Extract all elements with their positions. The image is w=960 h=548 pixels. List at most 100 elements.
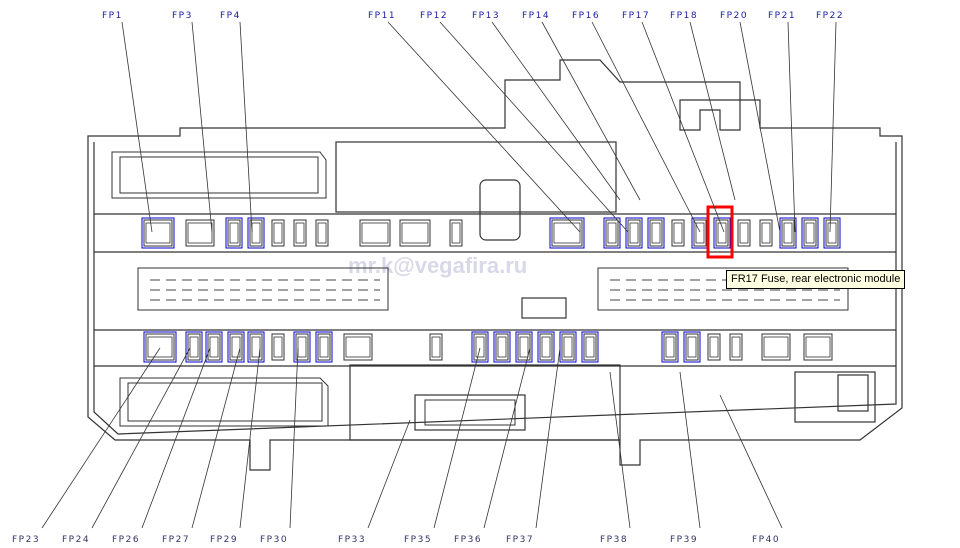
label-top-fp20: FP20 (720, 11, 748, 21)
label-bottom-fp35: FP35 (404, 535, 432, 545)
fuse-upper-10[interactable] (549, 217, 585, 249)
connector-middle-right (597, 267, 849, 311)
label-top-fp17: FP17 (622, 11, 650, 21)
fuse-upper-7[interactable] (359, 219, 391, 247)
fuse-lower-19[interactable] (729, 333, 743, 361)
fuse-lower-6[interactable] (293, 331, 311, 363)
fuse-lower-5[interactable] (271, 333, 285, 361)
fuse-lower-7[interactable] (315, 331, 333, 363)
leader-top-3 (387, 21, 581, 233)
label-bottom-fp29: FP29 (210, 535, 238, 545)
label-bottom-fp23: FP23 (12, 535, 40, 545)
fuse-upper-14[interactable] (671, 219, 685, 247)
fuse-upper-2[interactable] (225, 217, 243, 249)
fuse-upper-19[interactable] (779, 217, 797, 249)
fuse-upper-12[interactable] (625, 217, 643, 249)
fuse-lower-21[interactable] (803, 333, 833, 361)
fuse-upper-18[interactable] (759, 219, 773, 247)
fuse-lower-12[interactable] (515, 331, 533, 363)
fuse-lower-4[interactable] (247, 331, 265, 363)
leader-bottom-8 (483, 347, 531, 529)
fuse-lower-18[interactable] (707, 333, 721, 361)
label-top-fp12: FP12 (420, 11, 448, 21)
fuse-lower-9[interactable] (429, 333, 443, 361)
label-bottom-fp26: FP26 (112, 535, 140, 545)
leader-top-1 (191, 21, 213, 233)
label-bottom-fp39: FP39 (670, 535, 698, 545)
leader-bottom-10 (609, 371, 631, 529)
fuse-upper-1[interactable] (185, 219, 215, 247)
leader-top-2 (239, 21, 253, 233)
fuse-upper-15[interactable] (691, 217, 709, 249)
label-top-fp14: FP14 (522, 11, 550, 21)
fuse-lower-1[interactable] (185, 331, 203, 363)
leader-top-7 (591, 21, 701, 233)
fuse-lower-13[interactable] (537, 331, 555, 363)
label-top-fp18: FP18 (670, 11, 698, 21)
fuse-box-outline (87, 59, 903, 471)
label-top-fp4: FP4 (220, 11, 241, 21)
label-top-fp3: FP3 (172, 11, 193, 21)
fuse-tooltip: FR17 Fuse, rear electronic module (726, 270, 906, 289)
label-bottom-fp30: FP30 (260, 535, 288, 545)
leader-lines (41, 21, 837, 529)
label-top-fp22: FP22 (816, 11, 844, 21)
fuse-lower-3[interactable] (227, 331, 245, 363)
leader-top-6 (541, 21, 641, 201)
fuse-lower-20[interactable] (761, 333, 791, 361)
leader-top-11 (787, 21, 796, 233)
fuse-upper-17[interactable] (737, 219, 751, 247)
connector-top-left (111, 151, 327, 199)
fuse-lower-8[interactable] (343, 333, 373, 361)
fuse-upper-16[interactable] (713, 217, 731, 249)
leader-bottom-9 (535, 347, 561, 529)
selected-fuse-marker (706, 205, 734, 259)
leader-bottom-3 (191, 347, 241, 529)
fuse-lower-0[interactable] (143, 331, 177, 363)
fuse-lower-14[interactable] (559, 331, 577, 363)
label-bottom-fp24: FP24 (62, 535, 90, 545)
leader-bottom-12 (719, 394, 783, 529)
label-top-fp11: FP11 (368, 11, 396, 21)
leader-bottom-6 (367, 419, 411, 529)
connector-middle-left (137, 267, 389, 311)
fuse-upper-6[interactable] (315, 219, 329, 247)
leader-top-10 (739, 21, 781, 233)
fuse-lower-15[interactable] (581, 331, 599, 363)
fuse-upper-11[interactable] (603, 217, 621, 249)
fuse-upper-9[interactable] (449, 219, 463, 247)
fuse-upper-20[interactable] (801, 217, 819, 249)
watermark: mr.k@vegafira.ru (348, 253, 527, 278)
label-bottom-fp33: FP33 (338, 535, 366, 545)
fuse-upper-13[interactable] (647, 217, 665, 249)
fuse-lower-10[interactable] (471, 331, 489, 363)
leader-bottom-2 (141, 347, 211, 529)
fuse-upper-21[interactable] (823, 217, 841, 249)
fuse-lower-11[interactable] (493, 331, 511, 363)
leader-top-4 (439, 21, 629, 233)
leader-bottom-4 (239, 347, 261, 529)
fuse-upper-3[interactable] (247, 217, 265, 249)
label-top-fp16: FP16 (572, 11, 600, 21)
label-bottom-fp27: FP27 (162, 535, 190, 545)
leader-top-8 (641, 21, 725, 233)
fuse-lower-17[interactable] (683, 331, 701, 363)
fuse-lower-16[interactable] (661, 331, 679, 363)
label-top-fp1: FP1 (102, 11, 123, 21)
connector-bottom-left (119, 377, 329, 427)
leader-bottom-1 (91, 347, 191, 529)
label-bottom-fp37: FP37 (506, 535, 534, 545)
leader-bottom-7 (433, 347, 481, 529)
leader-top-9 (689, 21, 736, 201)
fuse-upper-8[interactable] (399, 219, 431, 247)
connector-bottom-center (424, 399, 516, 426)
fuse-upper-4[interactable] (271, 219, 285, 247)
label-top-fp21: FP21 (768, 11, 796, 21)
label-bottom-fp40: FP40 (752, 535, 780, 545)
label-top-fp13: FP13 (472, 11, 500, 21)
fuse-upper-5[interactable] (293, 219, 307, 247)
fuse-lower-2[interactable] (205, 331, 223, 363)
fuse-upper-0[interactable] (141, 217, 175, 249)
leader-top-12 (829, 21, 837, 233)
